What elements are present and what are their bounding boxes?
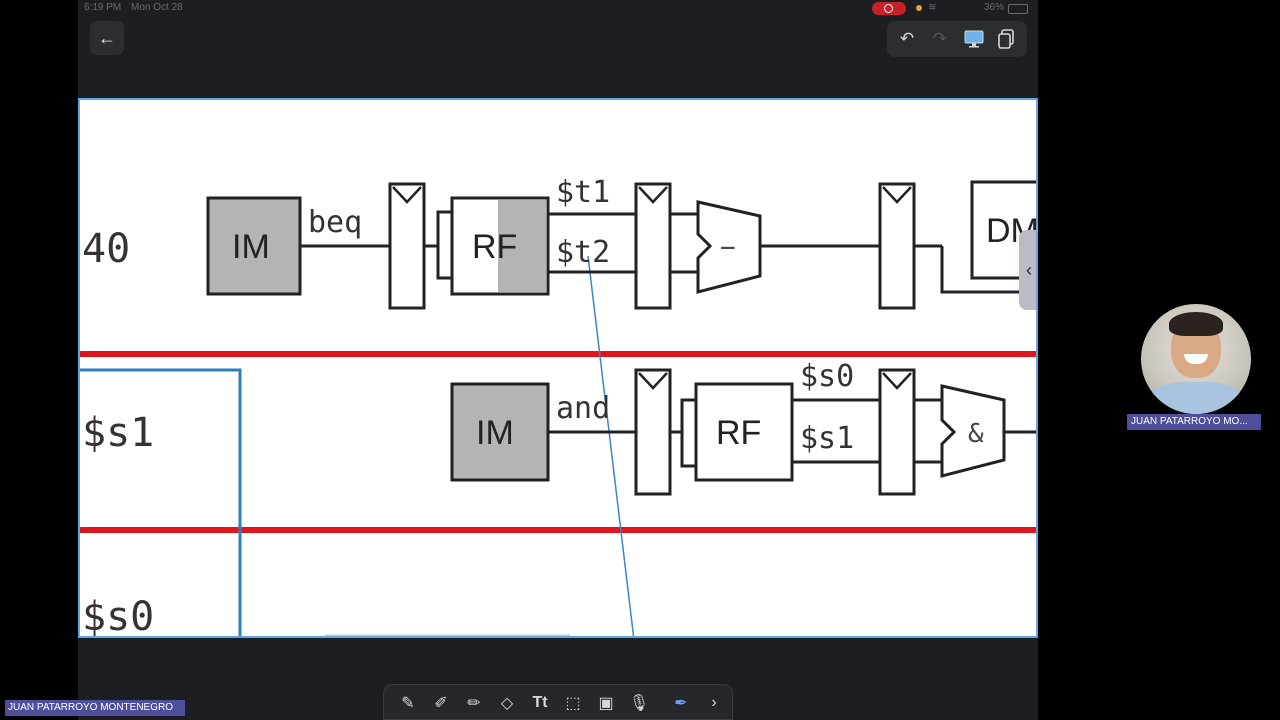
chevron-left-icon: ‹	[1026, 259, 1032, 280]
highlighter-icon: ✏	[467, 695, 481, 712]
present-button[interactable]	[959, 21, 989, 57]
pipeline-diagram: 40 IM beq RF $t1 $t2 −	[80, 175, 1036, 638]
im-label: IM	[476, 414, 514, 452]
reg-b-label: $s1	[800, 421, 854, 456]
pipeline-register	[388, 182, 426, 310]
rf-port	[436, 210, 454, 280]
presenter-name-tag: JUAN PATARROYO MONTENEGRO	[5, 700, 185, 716]
alu-op: −	[720, 233, 736, 263]
clock-mark	[392, 186, 422, 204]
rf-box	[694, 382, 794, 482]
text-tool[interactable]: Tt	[528, 691, 552, 715]
image-tool[interactable]: ▣	[594, 691, 618, 715]
rf-read-shade	[498, 200, 546, 292]
copy-pages-icon	[998, 29, 1014, 49]
marker-tool[interactable]: ✐	[429, 691, 453, 715]
pipeline-register	[878, 182, 916, 310]
rf-label: RF	[472, 228, 517, 266]
reg-a-label: $s0	[800, 359, 854, 394]
status-bar: 6:19 PM Mon Oct 28 ≋ 36%	[78, 0, 1038, 16]
alu-shape	[940, 384, 1006, 478]
annotation-stroke	[587, 255, 635, 636]
rf-label: RF	[716, 414, 761, 452]
reg-label-s0: $s0	[82, 594, 154, 638]
image-icon: ▣	[598, 695, 614, 712]
drawing-canvas[interactable]: 40 IM beq RF $t1 $t2 −	[78, 98, 1038, 638]
pipeline-register	[878, 368, 916, 496]
im-box	[206, 196, 302, 296]
pen-settings-tool[interactable]: ✒	[669, 691, 693, 715]
ipad-screen: 6:19 PM Mon Oct 28 ≋ 36% ← ↶ ↷	[78, 0, 1038, 720]
lasso-tool[interactable]: ⬚	[561, 691, 585, 715]
pen-icon: ✎	[401, 695, 415, 712]
lasso-icon: ⬚	[565, 695, 581, 712]
top-toolbar: ↶ ↷	[887, 21, 1027, 57]
participant-name-tag: JUAN PATARROYO MO...	[1127, 414, 1261, 430]
clock-mark	[882, 186, 912, 204]
undo-icon: ↶	[899, 29, 915, 48]
avatar-smile	[1184, 354, 1208, 364]
toolbar-expand[interactable]: ›	[702, 691, 726, 715]
side-panel-toggle[interactable]: ‹	[1019, 230, 1036, 310]
mic-indicator-dot	[916, 5, 922, 11]
register-box-outline	[80, 368, 242, 636]
arrow-left-icon: ←	[98, 27, 116, 48]
clock-mark	[882, 372, 912, 390]
battery-percent: 36%	[984, 2, 1005, 13]
instr-label: and	[556, 391, 610, 426]
clock-mark	[638, 372, 668, 390]
pen-settings-icon: ✒	[674, 695, 688, 712]
instr-label: beq	[308, 205, 362, 240]
clock-mark	[638, 186, 668, 204]
monitor-icon	[964, 30, 984, 48]
chevron-right-icon: ›	[711, 694, 717, 711]
marker-icon: ✐	[434, 695, 448, 712]
mic-tool[interactable]: 🎙	[627, 691, 651, 715]
reg-label-s1: $s1	[82, 410, 154, 456]
im-label: IM	[232, 228, 270, 266]
highlighter-tool[interactable]: ✏	[462, 691, 486, 715]
eraser-icon: ◇	[500, 695, 514, 712]
redo-button[interactable]: ↷	[925, 21, 955, 57]
back-button[interactable]: ←	[90, 21, 124, 55]
undo-button[interactable]: ↶	[892, 21, 922, 57]
mic-icon: 🎙	[628, 695, 650, 712]
reg-a-label: $t1	[556, 175, 610, 210]
alu-shape	[696, 200, 762, 294]
cycle-label: 40	[82, 226, 130, 272]
pages-button[interactable]	[991, 21, 1021, 57]
redo-icon: ↷	[932, 29, 948, 48]
eraser-tool[interactable]: ◇	[495, 691, 519, 715]
wire	[940, 246, 1036, 294]
text-icon: Tt	[532, 694, 548, 711]
rf-port	[680, 398, 698, 468]
bottom-tool-bar: ✎ ✐ ✏ ◇ Tt ⬚ ▣ 🎙 ✒ ›	[383, 684, 733, 720]
im-box	[450, 382, 550, 482]
avatar-hair	[1169, 312, 1223, 336]
wifi-icon: ≋	[928, 2, 939, 13]
pipeline-register	[634, 368, 672, 496]
alu-op: &	[968, 419, 984, 449]
participant-video[interactable]	[1141, 304, 1251, 414]
status-time: 6:19 PM	[84, 2, 122, 13]
pen-tool[interactable]: ✎	[396, 691, 420, 715]
battery-icon	[1008, 4, 1028, 14]
reg-b-label: $t2	[556, 235, 610, 270]
screen-recording-indicator[interactable]	[872, 2, 906, 15]
pipeline-register	[634, 182, 672, 310]
status-date: Mon Oct 28	[131, 2, 183, 13]
avatar-shirt	[1149, 382, 1243, 414]
